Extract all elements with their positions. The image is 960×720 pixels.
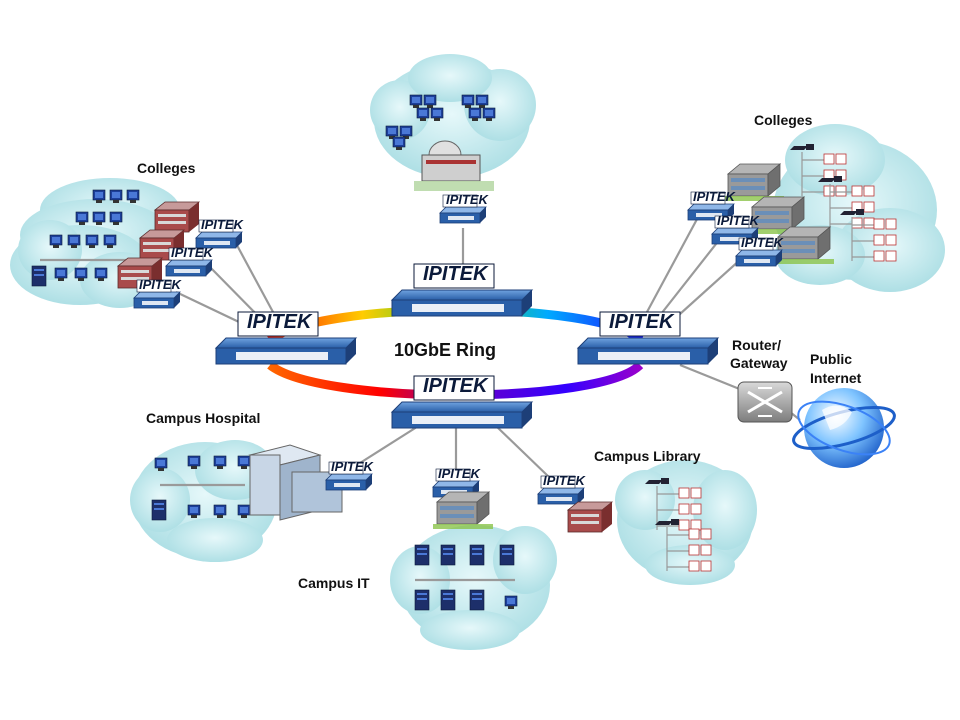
colleges-right-label: Colleges	[754, 112, 813, 128]
cloud-top	[370, 54, 536, 178]
brand-library: IPITEK	[543, 473, 587, 488]
router-label-line2: Gateway	[730, 355, 788, 371]
brand-ring-right: IPITEK	[609, 311, 675, 333]
brand-labels: IPITEK IPITEK IPITEK IPITEK IPITEK IPITE…	[139, 189, 785, 488]
brand-left-1: IPITEK	[201, 217, 245, 232]
library-label: Campus Library	[594, 448, 701, 464]
brand-top-site: IPITEK	[446, 192, 490, 207]
internet-label-line1: Public	[810, 351, 852, 367]
brand-right-1: IPITEK	[693, 189, 737, 204]
router-gateway-icon	[737, 381, 793, 423]
brand-left-2: IPITEK	[171, 245, 215, 260]
brand-it: IPITEK	[438, 466, 482, 481]
brand-ring-left: IPITEK	[247, 311, 313, 333]
left-college-building-1-icon	[154, 201, 200, 233]
hospital-label: Campus Hospital	[146, 410, 260, 426]
ring-label: 10GbE Ring	[394, 340, 496, 360]
brand-ring-bottom: IPITEK	[423, 375, 489, 397]
it-label: Campus IT	[298, 575, 370, 591]
globe-icon	[792, 388, 896, 468]
library-building-icon	[567, 501, 613, 533]
cloud-it	[390, 525, 557, 650]
observatory-building-icon	[414, 140, 494, 191]
brand-ring-top: IPITEK	[423, 263, 489, 285]
it-building-icon	[432, 491, 494, 530]
router-label-line1: Router/	[732, 337, 781, 353]
internet-label-line2: Internet	[810, 370, 862, 386]
brand-hospital: IPITEK	[331, 459, 375, 474]
brand-right-2: IPITEK	[717, 213, 761, 228]
colleges-left-label: Colleges	[137, 160, 196, 176]
brand-left-3: IPITEK	[139, 277, 183, 292]
brand-right-3: IPITEK	[741, 235, 785, 250]
